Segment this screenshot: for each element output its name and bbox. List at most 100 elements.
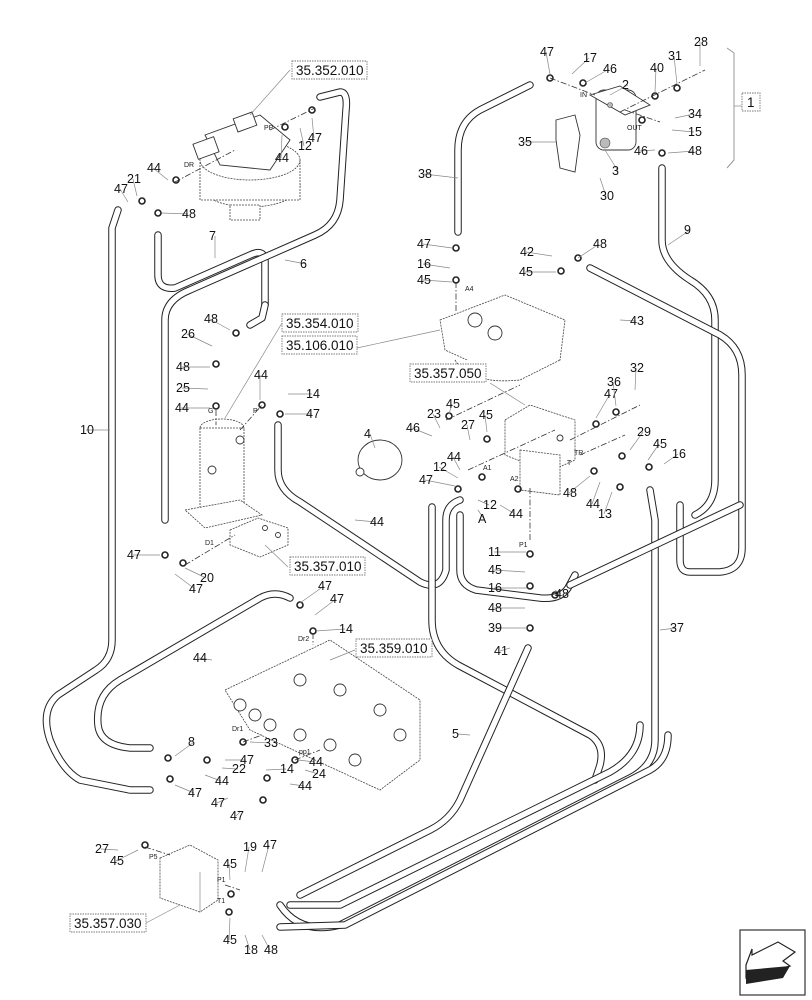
callout-number[interactable]: 16 [672, 447, 686, 461]
callout-number[interactable]: 12 [298, 139, 312, 153]
callout-number[interactable]: 44 [447, 450, 461, 464]
ref-35-357-030[interactable]: 35.357.030 [69, 904, 181, 933]
callout-number[interactable]: 14 [306, 387, 320, 401]
callout-number[interactable]: 47 [263, 838, 277, 852]
callout-number[interactable]: 44 [509, 507, 523, 521]
callout-number[interactable]: 10 [80, 423, 94, 437]
callout-number[interactable]: 45 [223, 933, 237, 947]
callout-number[interactable]: 5 [452, 727, 459, 741]
callout-number[interactable]: 48 [264, 943, 278, 957]
filter-assembly[interactable] [555, 85, 651, 173]
callout-number[interactable]: 20 [200, 571, 214, 585]
callout-number[interactable]: 44 [175, 401, 189, 415]
callout-number[interactable]: 45 [479, 408, 493, 422]
callout-number[interactable]: 39 [488, 621, 502, 635]
callout-number[interactable]: 12 [483, 498, 497, 512]
callout-number[interactable]: 48 [593, 237, 607, 251]
hose-37[interactable] [456, 511, 579, 603]
callout-number[interactable]: 44 [193, 651, 207, 665]
callout-number[interactable]: 26 [181, 327, 195, 341]
control-valve-35-359-010[interactable] [224, 639, 421, 791]
callout-number[interactable]: 7 [209, 229, 216, 243]
callout-number[interactable]: 18 [244, 943, 258, 957]
callout-number[interactable]: 33 [264, 736, 278, 750]
callout-number[interactable]: 47 [604, 387, 618, 401]
callout-number[interactable]: 30 [600, 189, 614, 203]
ref-35-354-010[interactable]: 35.354.010 [224, 313, 359, 419]
callout-number[interactable]: 16 [488, 581, 502, 595]
callout-number[interactable]: 47 [540, 45, 554, 59]
ref-35-106-010[interactable]: 35.106.010 [281, 329, 441, 355]
ref-35-357-010[interactable]: 35.357.010 [264, 544, 366, 576]
callout-number[interactable]: 44 [586, 497, 600, 511]
block-35-357-030[interactable] [159, 844, 219, 913]
callout-number[interactable]: 47 [308, 131, 322, 145]
callout-number[interactable]: 42 [520, 245, 534, 259]
callout-number[interactable]: 12 [433, 460, 447, 474]
callout-number[interactable]: 23 [427, 407, 441, 421]
hose-a1[interactable] [428, 503, 605, 784]
callout-number[interactable]: 47 [306, 407, 320, 421]
callout-number[interactable]: 25 [176, 381, 190, 395]
callout-number[interactable]: 44 [370, 515, 384, 529]
callout-number[interactable]: 45 [519, 265, 533, 279]
hose-7[interactable] [154, 231, 269, 309]
callout-number[interactable]: 43 [630, 314, 644, 328]
callout-number[interactable]: 14 [280, 762, 294, 776]
callout-number[interactable]: 34 [688, 107, 702, 121]
hose-10[interactable] [42, 206, 154, 794]
callout-number[interactable]: 31 [668, 49, 682, 63]
hose-9[interactable] [658, 164, 719, 519]
callout-number[interactable]: 48 [688, 144, 702, 158]
callout-number[interactable]: 2 [622, 78, 629, 92]
callout-number[interactable]: 29 [637, 425, 651, 439]
callout-number[interactable]: 47 [211, 796, 225, 810]
hose-38[interactable] [454, 81, 534, 236]
callout-number[interactable]: 44 [254, 368, 268, 382]
callout-number[interactable]: 28 [694, 35, 708, 49]
callout-number[interactable]: 6 [300, 257, 307, 271]
callout-number[interactable]: 21 [127, 172, 141, 186]
callout-number[interactable]: 48 [176, 360, 190, 374]
callout-number[interactable]: 3 [612, 164, 619, 178]
callout-number[interactable]: 44 [147, 161, 161, 175]
hose-43[interactable] [586, 264, 746, 576]
callout-number[interactable]: 36 [607, 375, 621, 389]
callout-number[interactable]: 45 [417, 273, 431, 287]
callout-number[interactable]: 22 [232, 762, 246, 776]
valve-block-35-357-050[interactable] [504, 404, 576, 496]
callout-number[interactable]: 44 [275, 151, 289, 165]
callout-number[interactable]: 8 [188, 735, 195, 749]
callout-number[interactable]: 41 [494, 644, 508, 658]
callout-number[interactable]: 47 [318, 579, 332, 593]
callout-number[interactable]: 48 [563, 486, 577, 500]
callout-number[interactable]: 47 [419, 473, 433, 487]
ref-35-359-010[interactable]: 35.359.010 [329, 638, 433, 661]
callout-number[interactable]: 11 [488, 545, 501, 559]
callout-number[interactable]: 48 [488, 601, 502, 615]
callout-number[interactable]: 45 [223, 857, 237, 871]
hose-8[interactable] [296, 644, 532, 899]
callout-number[interactable]: 27 [461, 418, 475, 432]
hose-6[interactable] [161, 88, 351, 524]
callout-number[interactable]: 24 [312, 767, 326, 781]
ref-35-352-010[interactable]: 35.352.010 [249, 60, 368, 116]
callout-number[interactable]: 45 [488, 563, 502, 577]
callout-number[interactable]: 27 [95, 842, 109, 856]
callout-number[interactable]: 14 [339, 622, 353, 636]
hose-lower-p1[interactable] [286, 721, 644, 909]
ref-35-357-050[interactable]: 35.357.050 [409, 363, 526, 406]
hose-39-branch[interactable] [566, 501, 744, 589]
callout-number[interactable]: 37 [670, 621, 684, 635]
callout-number[interactable]: 4 [364, 427, 371, 441]
assembly-bracket-1[interactable]: 1 [726, 47, 761, 169]
callout-number[interactable]: 45 [446, 397, 460, 411]
callout-number[interactable]: 44 [309, 755, 323, 769]
callout-number[interactable]: 47 [240, 753, 254, 767]
callout-number[interactable]: 47 [230, 809, 244, 823]
hose-6-lower[interactable] [246, 301, 269, 329]
manifold-35-357-010[interactable] [229, 517, 289, 558]
callout-number[interactable]: 45 [110, 854, 124, 868]
callout-number[interactable]: 47 [189, 582, 203, 596]
hose-lower-t1[interactable] [276, 731, 672, 931]
